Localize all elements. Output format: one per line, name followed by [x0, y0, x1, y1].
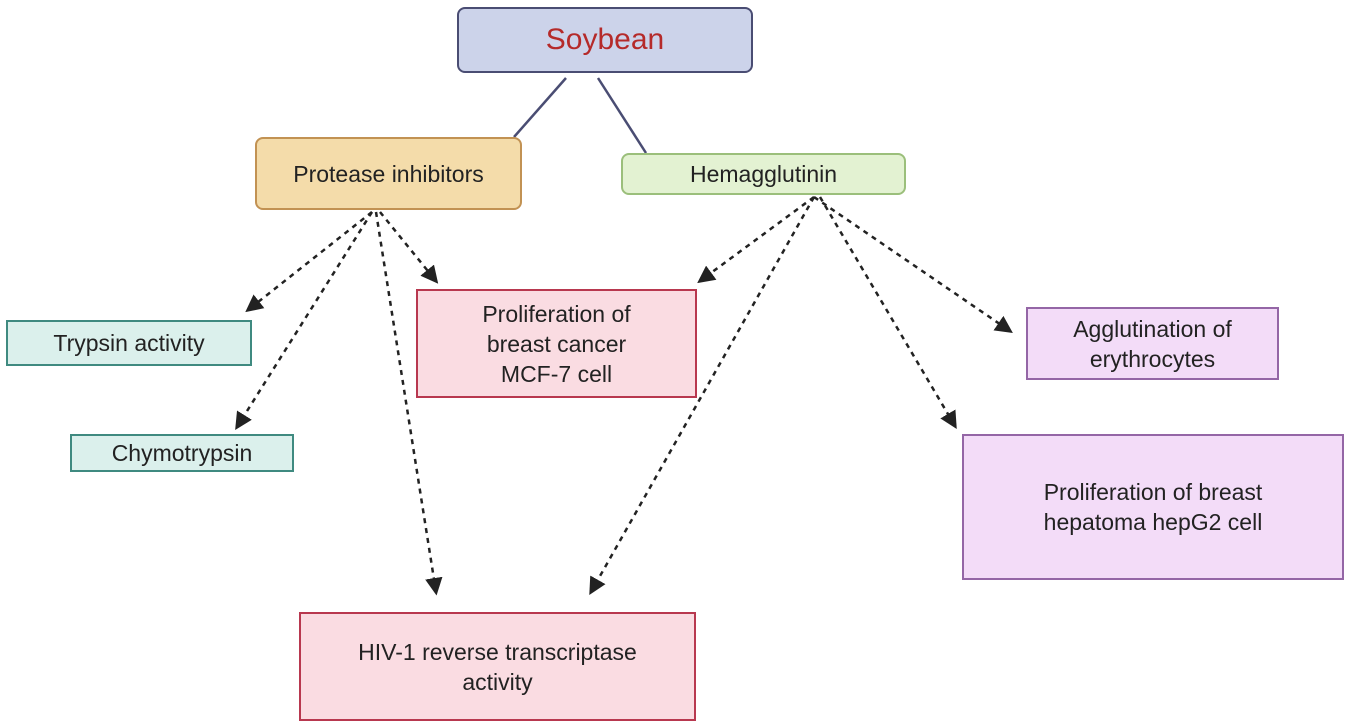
node-label-line: breast cancer [486, 330, 627, 357]
node-label-line: Chymotrypsin [111, 440, 253, 466]
node-erythrocyte-agglutination: Agglutination of erythrocytes [1026, 307, 1279, 380]
node-trypsin-activity: Trypsin activity [6, 320, 252, 366]
edge-protease-mcf7 [379, 211, 439, 284]
node-label-line: erythrocytes [1089, 345, 1216, 372]
edge-hemagglutinin-erythrocytes [813, 195, 1013, 333]
node-soybean: Soybean [457, 7, 753, 73]
node-hemagglutinin: Hemagglutinin [621, 153, 906, 195]
connector-layer [235, 77, 1013, 596]
node-label: Hemagglutinin [690, 159, 837, 189]
node-chymotrypsin: Chymotrypsin [70, 434, 294, 472]
node-label-line: Agglutination of [1073, 315, 1232, 342]
node-label-line: Trypsin activity [53, 330, 205, 356]
node-label: Agglutination of erythrocytes [1073, 314, 1232, 374]
node-label-line: HIV-1 reverse transcriptase [358, 638, 637, 665]
edge-protease-hiv [374, 211, 443, 596]
node-label: Trypsin activity [53, 328, 204, 358]
node-label-line: Proliferation of [482, 300, 631, 327]
node-label: HIV-1 reverse transcriptase activity [358, 637, 637, 697]
node-hiv-reverse-transcriptase: HIV-1 reverse transcriptase activity [299, 612, 696, 721]
node-hepg2-proliferation: Proliferation of breast hepatoma hepG2 ce… [962, 434, 1344, 580]
node-label: Proliferation of breast hepatoma hepG2 ce… [1044, 477, 1263, 537]
edge-soybean-hemagglutinin [596, 77, 648, 154]
edge-protease-trypsin [245, 211, 373, 313]
node-label: Protease inhibitors [293, 159, 484, 189]
node-protease-inhibitors: Protease inhibitors [255, 137, 522, 210]
node-label-line: MCF-7 cell [500, 360, 613, 387]
node-label-line: Hemagglutinin [689, 161, 838, 187]
node-label-line: Soybean [545, 23, 665, 56]
node-label: Chymotrypsin [112, 438, 253, 468]
node-label-line: Protease inhibitors [293, 160, 484, 187]
node-label-line: hepatoma hepG2 cell [1043, 509, 1263, 535]
node-label: Soybean [546, 25, 664, 55]
edge-protease-chymotrypsin [235, 211, 374, 430]
edge-hemagglutinin-mcf7 [697, 195, 815, 284]
edge-hemagglutinin-hepg2 [818, 196, 957, 430]
node-label-line: activity [462, 668, 533, 695]
edge-soybean-protease [513, 77, 567, 138]
node-label-line: Proliferation of breast [1043, 479, 1263, 505]
